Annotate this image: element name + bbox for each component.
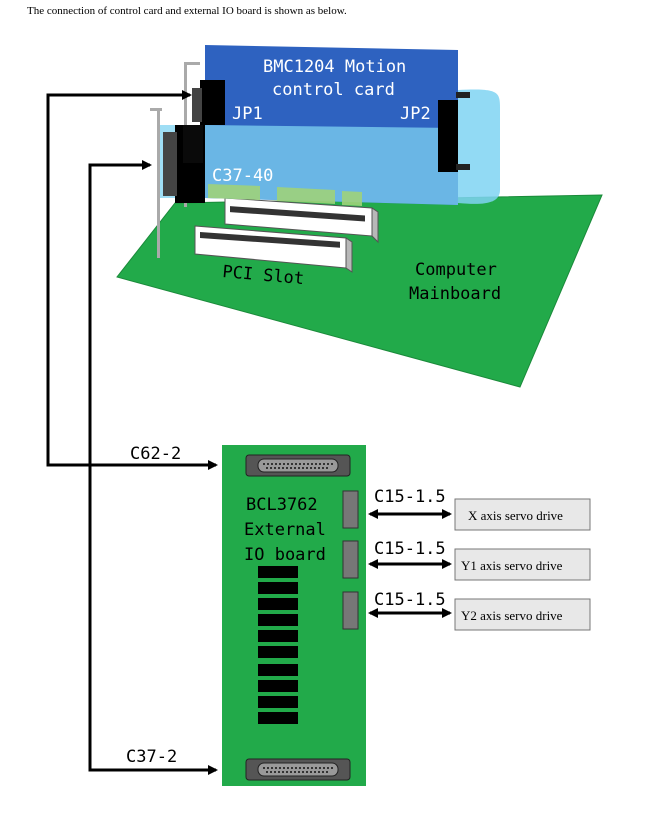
mainboard-label-line1: Computer [415,260,497,280]
io-board-label-line1: BCL3762 [246,495,318,515]
y1-axis-connector [342,540,359,579]
y2-axis-servo-drive-label: Y2 axis servo drive [461,608,563,623]
io-top-connector [245,454,351,477]
io-board-label-line2: External [244,520,326,540]
card-title-line2: control card [272,80,395,100]
c15-y2-label: C15-1.5 [374,590,446,610]
y2-axis-connector [342,591,359,630]
io-bottom-connector [245,758,351,781]
card-edge-fingers-1 [208,184,260,200]
card-title-line1: BMC1204 Motion [263,57,406,77]
x-axis-connector [342,490,359,529]
y1-axis-servo-drive-label: Y1 axis servo drive [461,558,563,573]
c37-2-label: C37-2 [126,747,177,767]
caption-text: The connection of control card and exter… [27,5,347,17]
mainboard-label-line2: Mainboard [409,284,501,304]
card-edge-fingers-3 [342,191,362,206]
c37-40-label: C37-40 [212,166,273,186]
y2-axis-servo-drive: Y2 axis servo drive [454,598,591,631]
jp1-label: JP1 [232,104,263,124]
y1-axis-servo-drive: Y1 axis servo drive [454,548,591,581]
c62-2-cable-arrow [46,90,218,470]
jp2-connector [438,92,470,172]
card-edge-fingers-2 [277,187,335,204]
io-board-label-line3: IO board [244,545,326,565]
c37-2-cable-arrow [88,160,218,775]
x-axis-servo-drive: X axis servo drive [454,498,591,531]
c15-x-label: C15-1.5 [374,487,446,507]
x-axis-servo-drive-label: X axis servo drive [468,508,563,523]
terminal-block-column [258,566,298,724]
jp2-ribbon-cable [458,89,500,204]
c15-y1-label: C15-1.5 [374,539,446,559]
jp2-label: JP2 [400,104,431,124]
pci-slot-upper [224,197,379,244]
card-lower-panel [160,125,458,205]
c62-2-label: C62-2 [130,444,181,464]
